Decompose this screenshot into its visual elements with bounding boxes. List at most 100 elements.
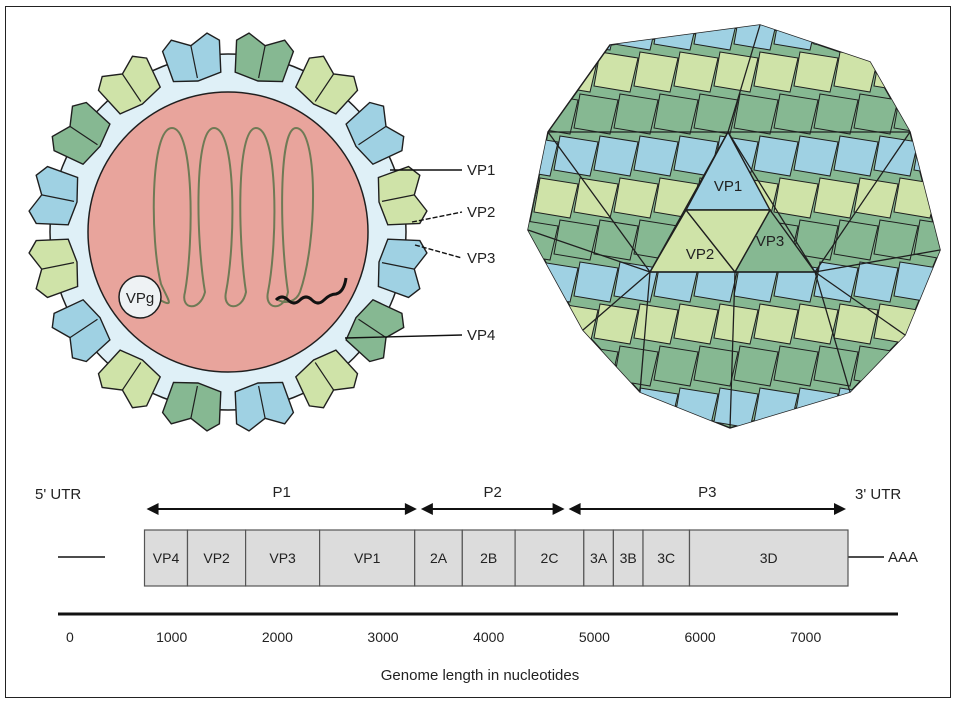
capsid-tile [813, 345, 859, 387]
capsid-tile [553, 387, 599, 428]
region-p1-arrow-head-left [146, 503, 159, 515]
capsid-edge [727, 24, 761, 133]
capsid-tile [933, 345, 940, 387]
capsid-tile [553, 219, 599, 261]
polyprotein-regions: P1 P2 P3 [146, 484, 846, 515]
region-p1-label: P1 [273, 484, 291, 501]
region-p1-arrow-head-right [404, 503, 417, 515]
capsid-edges [527, 24, 941, 429]
capsid-tile [528, 303, 559, 345]
capsid-tile [573, 93, 619, 135]
tile-divider [121, 73, 142, 102]
capsid-protein-tile [234, 32, 295, 83]
segment-vp4-label: VP4 [153, 550, 180, 566]
utr5-label: 5' UTR [35, 486, 81, 503]
capsid-tile [693, 25, 739, 51]
capsid-cross-section: VPg VP1 VP2 VP3 VP4 [28, 32, 495, 432]
tile-divider [69, 318, 98, 339]
segment-vp1-label: VP1 [354, 550, 381, 566]
vp4-callout-line [344, 334, 463, 339]
capsid-tile [653, 345, 699, 387]
segment-vp2-box [186, 529, 247, 587]
capsid-tile [528, 387, 559, 428]
nucleotide-axis-label: Genome length in nucleotides [381, 667, 579, 684]
region-p2-label: P2 [484, 484, 502, 501]
axis-tick-label: 0 [66, 629, 74, 645]
capsid-edge [814, 131, 911, 273]
capsid-tile [733, 345, 779, 387]
segment-3b-label: 3B [620, 550, 637, 566]
capsid-tile [753, 387, 799, 428]
tile-divider [314, 362, 335, 391]
capsid-tile [593, 387, 639, 428]
capsid-tile [528, 261, 539, 303]
capsid-vp2-label: VP2 [686, 246, 714, 263]
capsid-tile [954, 136, 960, 176]
segment-3d-label: 3D [760, 550, 778, 566]
vpg-protein-circle [118, 275, 162, 319]
capsid-vp1-label: VP1 [714, 178, 742, 195]
capsid-tile [613, 93, 659, 135]
capsid-tile [613, 345, 659, 387]
capsid-tile [793, 387, 839, 428]
tile-divider [381, 194, 415, 202]
capsid-tile [813, 261, 859, 303]
capsid-tile [533, 177, 579, 219]
capsid-tile [853, 25, 899, 51]
region-p2-arrow-head-right [552, 503, 565, 515]
capsid-tile [673, 303, 719, 345]
poly-a-tail [274, 277, 348, 305]
tile-divider [121, 362, 142, 391]
capsid-protein-tile [28, 238, 79, 299]
axis-tick-label: 1000 [156, 629, 187, 645]
capsid-tile [593, 219, 639, 261]
capsid-tile [933, 93, 940, 135]
capsid-edge [582, 271, 651, 331]
capsid-protein-ring [28, 32, 428, 432]
capsid-tile [954, 220, 960, 260]
axis-tick-label: 2000 [262, 629, 293, 645]
capsid-edge [727, 131, 816, 273]
segment-3d-box [688, 529, 849, 587]
capsid-tile [873, 303, 919, 345]
region-p3-arrow-head-right [834, 503, 846, 515]
capsid-edge [527, 229, 651, 273]
capsid-protein-tile [28, 165, 79, 226]
vp2-callout-label: VP2 [467, 204, 495, 221]
capsid-tile [893, 177, 939, 219]
capsid-tile [653, 25, 699, 51]
capsid-tile [713, 51, 759, 93]
capsid-tile [773, 93, 819, 135]
tile-divider [69, 125, 98, 146]
capsid-tile [633, 387, 679, 428]
capsid-tile [853, 177, 899, 219]
capsid-tile [573, 25, 619, 51]
capsid-tile [773, 177, 819, 219]
capsid-tile [954, 304, 960, 344]
capsid-tile [913, 135, 940, 177]
tile-divider [381, 262, 415, 270]
capsid-tile [853, 93, 899, 135]
axis-tick-label: 3000 [367, 629, 398, 645]
icosahedral-capsid: VP1 VP2 VP3 [527, 24, 960, 429]
tile-divider [358, 318, 387, 339]
axis-tick-label: 6000 [685, 629, 716, 645]
segment-vp1-box [319, 529, 416, 587]
capsid-tile [913, 51, 940, 93]
segment-2b-box [461, 529, 516, 587]
region-p3-label: P3 [698, 484, 716, 501]
capsid-tile [873, 219, 919, 261]
vpg-label: VPg [126, 290, 154, 307]
capsid-tile [573, 261, 619, 303]
capsid-tile [528, 25, 539, 51]
rna-core [87, 91, 369, 373]
capsid-tile [893, 261, 939, 303]
vp2-callout-line [411, 211, 463, 223]
tile-divider [41, 194, 75, 202]
capsid-tile [528, 93, 539, 135]
capsid-tile [793, 135, 839, 177]
capsid-tile [733, 93, 779, 135]
capsid-tile [933, 261, 940, 303]
tile-divider [41, 262, 75, 270]
